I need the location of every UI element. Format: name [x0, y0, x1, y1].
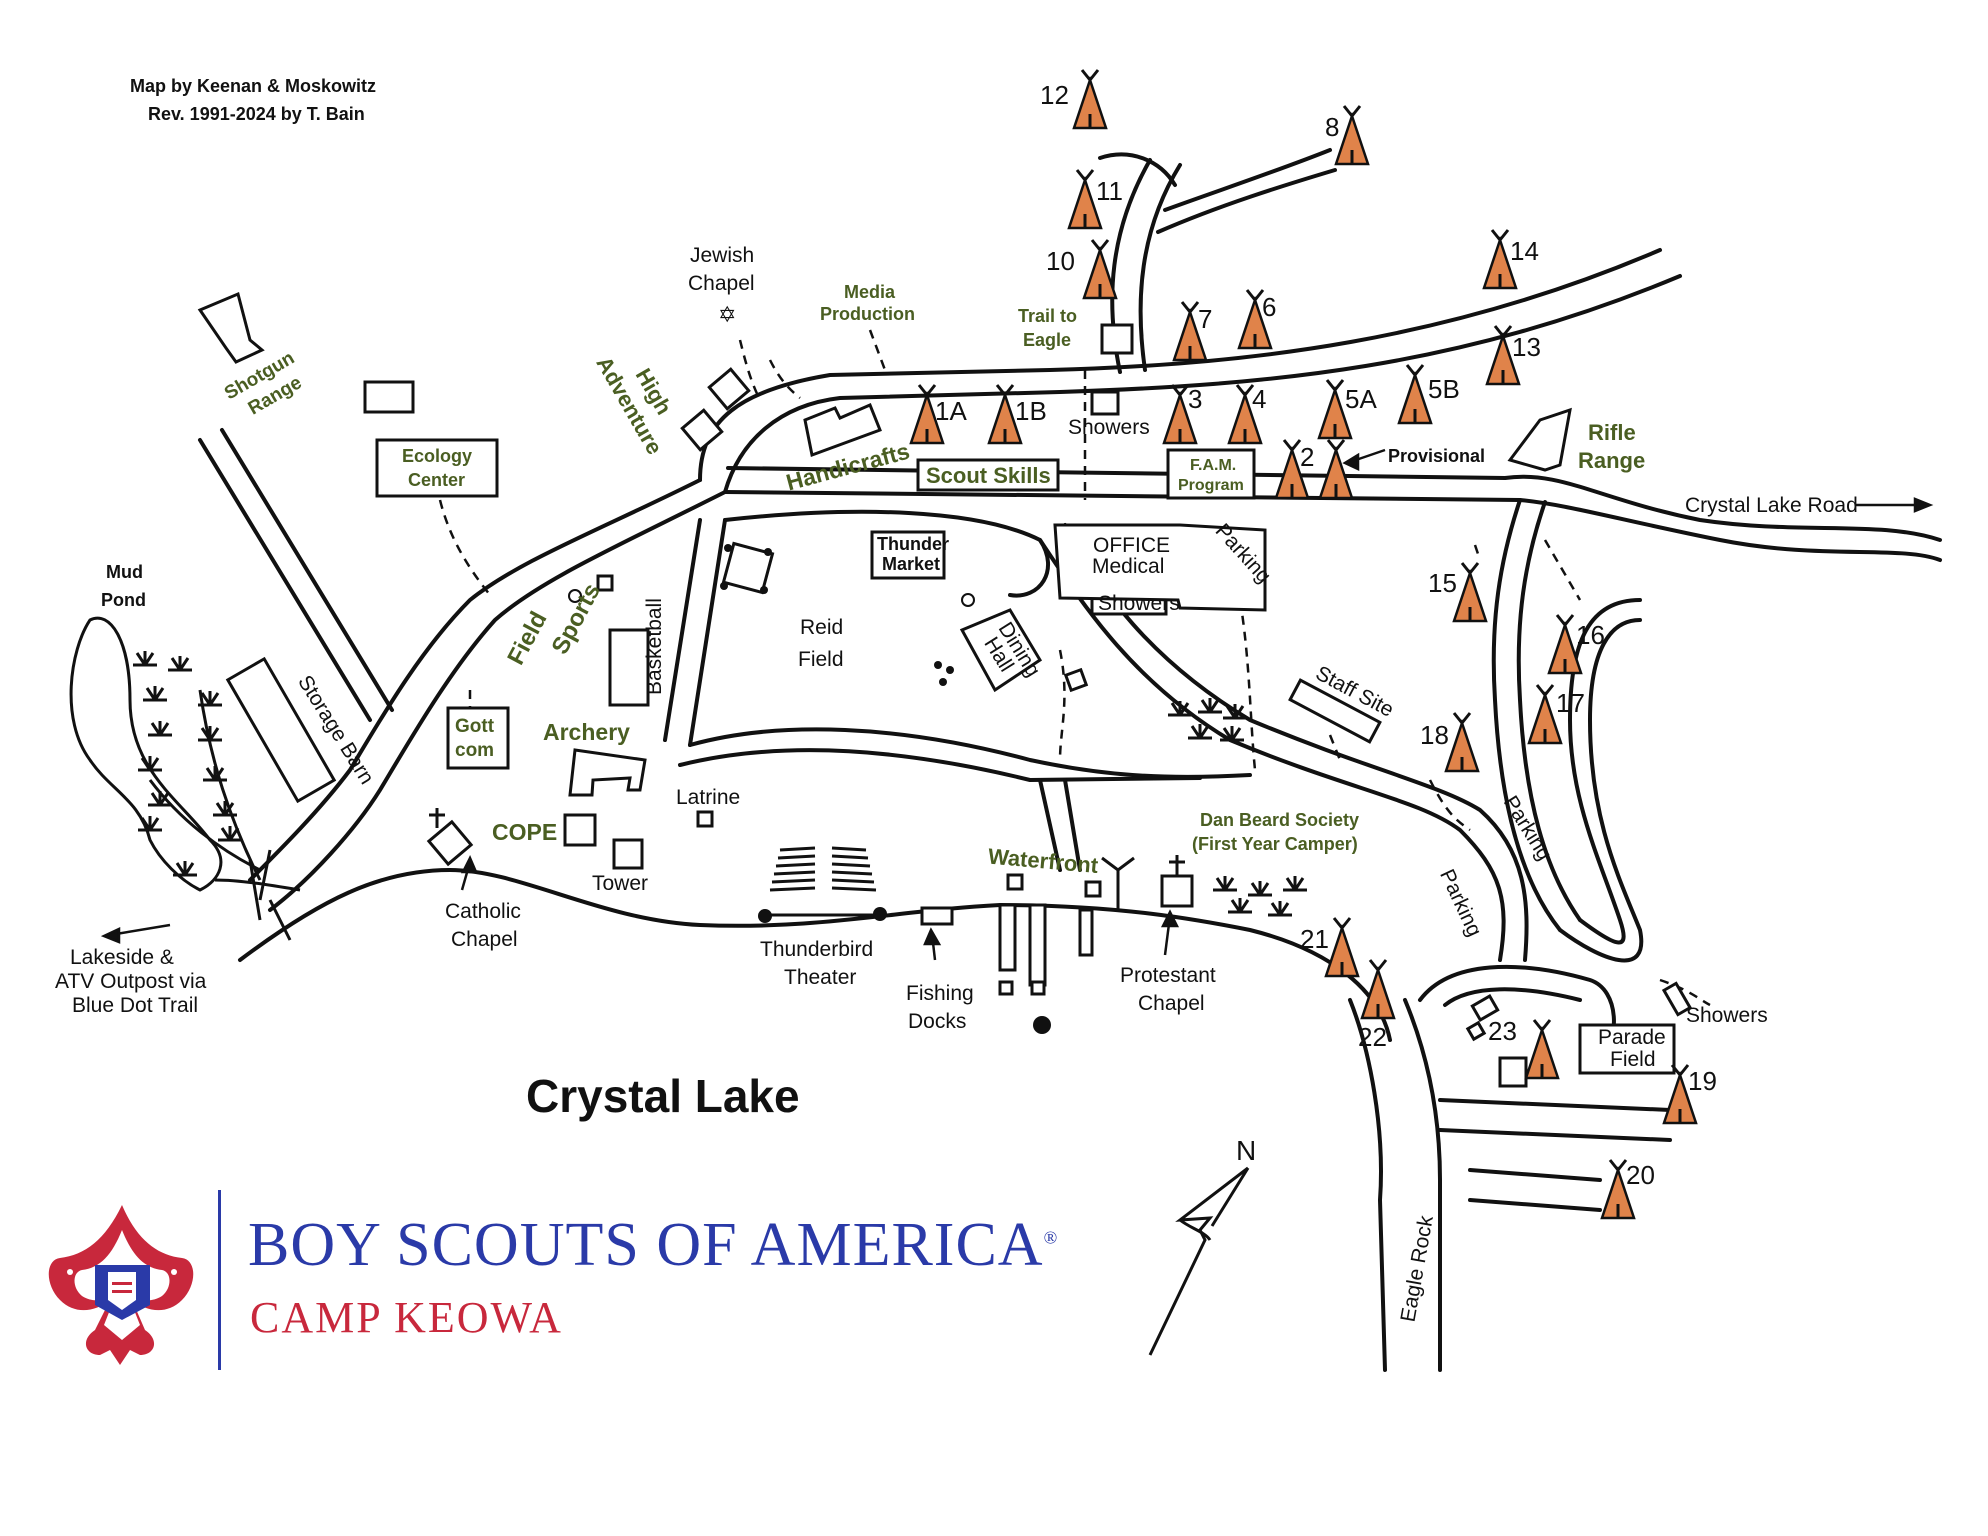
svg-text:Production: Production — [820, 304, 915, 324]
mud-pond-label: Mud — [106, 562, 143, 582]
credit-line-1: Map by Keenan & Moskowitz — [130, 76, 376, 96]
campsite-2: 2 — [1300, 442, 1314, 472]
credit-line-2: Rev. 1991-2024 by T. Bain — [148, 104, 365, 124]
leader-arrows — [100, 448, 1934, 961]
svg-text:com: com — [455, 740, 494, 761]
campsite-3: 3 — [1188, 384, 1202, 414]
latrine-label: Latrine — [676, 786, 740, 809]
campsite-15: 15 — [1428, 568, 1457, 598]
campsite-16: 16 — [1576, 620, 1605, 650]
ecology-center-label: Ecology — [402, 446, 472, 466]
showers-se-label: Showers — [1686, 1004, 1768, 1027]
campsite-11: 11 — [1096, 176, 1123, 206]
svg-text:N: N — [1236, 1135, 1256, 1166]
svg-text:Market: Market — [882, 554, 940, 574]
showers-office-label: Showers — [1098, 592, 1180, 615]
campsite-tent-icon — [1072, 68, 1108, 130]
svg-text:Theater: Theater — [784, 966, 856, 989]
svg-text:Pond: Pond — [101, 590, 146, 610]
svg-text:Blue Dot Trail: Blue Dot Trail — [72, 994, 198, 1017]
svg-text:(First Year Camper): (First Year Camper) — [1192, 834, 1358, 854]
provisional-label: Provisional — [1388, 446, 1485, 466]
tower-label: Tower — [592, 872, 648, 895]
rifle-range-label: Rifle — [1588, 420, 1636, 445]
lake-title: Crystal Lake — [526, 1070, 800, 1122]
north-arrow-icon: N — [1148, 1135, 1256, 1356]
campsite-13: 13 — [1512, 332, 1541, 362]
field-sports-label: Field — [502, 607, 552, 669]
thunderbird-theater-label: Thunderbird — [760, 938, 873, 961]
gott-com-label: Gott — [455, 716, 495, 737]
eagle-rock-label: Eagle Rock — [1397, 1213, 1438, 1323]
brand-divider — [218, 1190, 221, 1370]
protestant-chapel-label: Protestant — [1120, 964, 1216, 987]
brand-title: BOY SCOUTS OF AMERICA® — [248, 1211, 1059, 1279]
svg-text:Docks: Docks — [908, 1010, 966, 1033]
mud-pond — [69, 616, 301, 921]
archery-label: Archery — [543, 719, 630, 745]
brand-camp-name: CAMP KEOWA — [250, 1293, 563, 1342]
trails — [438, 329, 1711, 1007]
jewish-chapel-label: Jewish — [690, 244, 754, 267]
media-production-label: Media — [844, 282, 896, 302]
campsite-1B: 1B — [1015, 396, 1047, 426]
cross-icon — [429, 808, 1185, 910]
showers-top-label: Showers — [1068, 416, 1150, 439]
handicrafts-label: Handicrafts — [783, 438, 912, 496]
svg-text:Range: Range — [1578, 448, 1645, 473]
campsites[interactable]: 12 8 11 10 14 7 6 13 1A 1B 3 4 5A 5B 2 1… — [909, 68, 1717, 1220]
parking-south-label: Parking — [1435, 866, 1486, 940]
trail-to-eagle-label: Trail to — [1018, 306, 1077, 326]
dan-beard-label: Dan Beard Society — [1200, 810, 1359, 830]
campsite-23: 23 — [1488, 1016, 1517, 1046]
thunder-market-label: Thunder — [877, 534, 949, 554]
svg-text:Eagle: Eagle — [1023, 330, 1071, 350]
svg-text:Sports: Sports — [546, 579, 606, 659]
lakeside-label: Lakeside & — [70, 946, 174, 969]
campsite-8: 8 — [1325, 112, 1339, 142]
campsite-19: 19 — [1688, 1066, 1717, 1096]
campsite-4: 4 — [1252, 384, 1266, 414]
campsite-20: 20 — [1626, 1160, 1655, 1190]
svg-text:ATV Outpost via: ATV Outpost via — [55, 970, 207, 993]
cope-label: COPE — [492, 819, 557, 845]
waterfront-label: Waterfront — [987, 844, 1100, 879]
parade-field-label: Parade — [1598, 1026, 1666, 1049]
campsite-5B: 5B — [1428, 374, 1460, 404]
scout-skills-label: Scout Skills — [926, 463, 1051, 488]
campsite-21: 21 — [1300, 924, 1329, 954]
office-label: OFFICE — [1093, 534, 1170, 557]
svg-text:Chapel: Chapel — [451, 928, 518, 951]
campsite-22: 22 — [1358, 1022, 1387, 1052]
fleur-de-lis-icon — [48, 1205, 194, 1365]
crystal-lake-road-label: Crystal Lake Road — [1685, 494, 1858, 517]
svg-text:Field: Field — [798, 648, 844, 671]
road-network — [198, 148, 1942, 1372]
fam-program-label: F.A.M. — [1190, 457, 1236, 474]
campsite-6: 6 — [1262, 292, 1276, 322]
campsite-18: 18 — [1420, 720, 1449, 750]
campsite-14: 14 — [1510, 236, 1539, 266]
catholic-chapel-label: Catholic — [445, 900, 521, 923]
svg-text:Center: Center — [408, 470, 465, 490]
campsite-7: 7 — [1198, 304, 1212, 334]
campsite-10: 10 — [1046, 246, 1075, 276]
svg-text:Medical: Medical — [1092, 555, 1164, 578]
campsite-5A: 5A — [1345, 384, 1377, 414]
svg-text:Chapel: Chapel — [688, 272, 755, 295]
campsite-17: 17 — [1556, 688, 1585, 718]
star-of-david-icon: ✡ — [718, 303, 736, 328]
fishing-docks-label: Fishing — [906, 982, 974, 1005]
buildings — [197, 291, 1693, 1088]
basketball-label: Basketball — [643, 598, 666, 695]
svg-text:Chapel: Chapel — [1138, 992, 1205, 1015]
svg-text:Field: Field — [1610, 1048, 1656, 1071]
campsite-1A: 1A — [935, 396, 967, 426]
campsite-12: 12 — [1040, 80, 1069, 110]
parking-east-label: Parking — [1499, 792, 1556, 865]
reid-field-label: Reid — [800, 616, 843, 639]
svg-text:Program: Program — [1178, 477, 1244, 494]
